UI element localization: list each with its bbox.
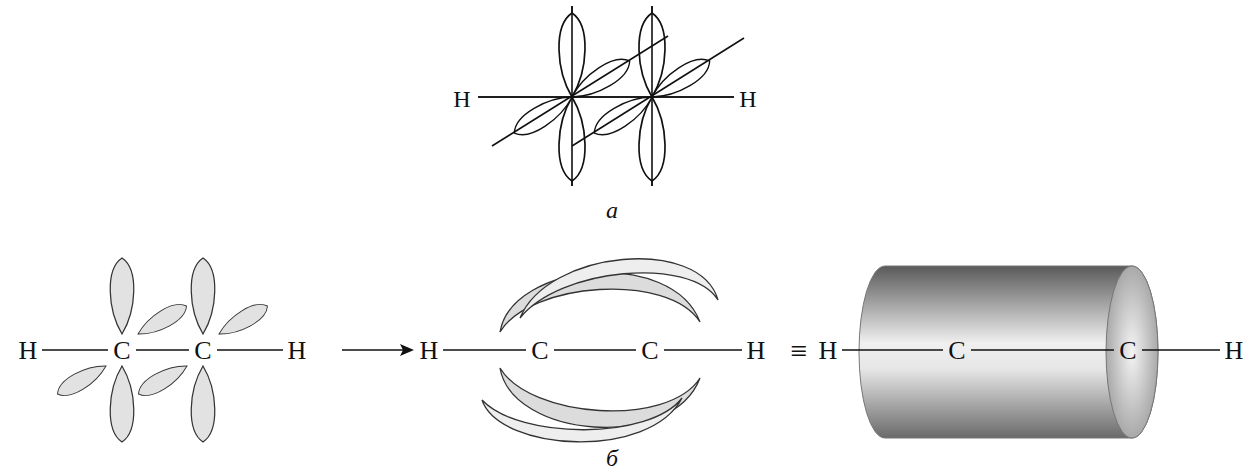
figure-a	[478, 6, 744, 186]
atom-label: H	[420, 338, 439, 364]
atom-label: H	[288, 338, 307, 364]
atom-label: C	[1119, 338, 1136, 364]
atom-label: H	[1225, 338, 1244, 364]
atom-label: C	[113, 338, 130, 364]
panel-letter: а	[606, 198, 618, 222]
panel-letter: б	[606, 446, 618, 470]
bond-lines	[443, 349, 742, 351]
atom-label: H	[453, 87, 470, 111]
bond-lines	[842, 349, 1220, 351]
atom-label: C	[948, 338, 965, 364]
atom-label: H	[739, 87, 756, 111]
atom-label: C	[641, 338, 658, 364]
pi-cylinder	[859, 266, 1158, 438]
atom-label: C	[531, 338, 548, 364]
atom-label: H	[819, 338, 838, 364]
bond-lines	[42, 349, 283, 351]
equivalence-sign: ≡	[791, 336, 808, 366]
atom-label: H	[747, 338, 766, 364]
atom-label: C	[194, 338, 211, 364]
reaction-arrow	[342, 344, 414, 356]
atom-label: H	[19, 338, 38, 364]
